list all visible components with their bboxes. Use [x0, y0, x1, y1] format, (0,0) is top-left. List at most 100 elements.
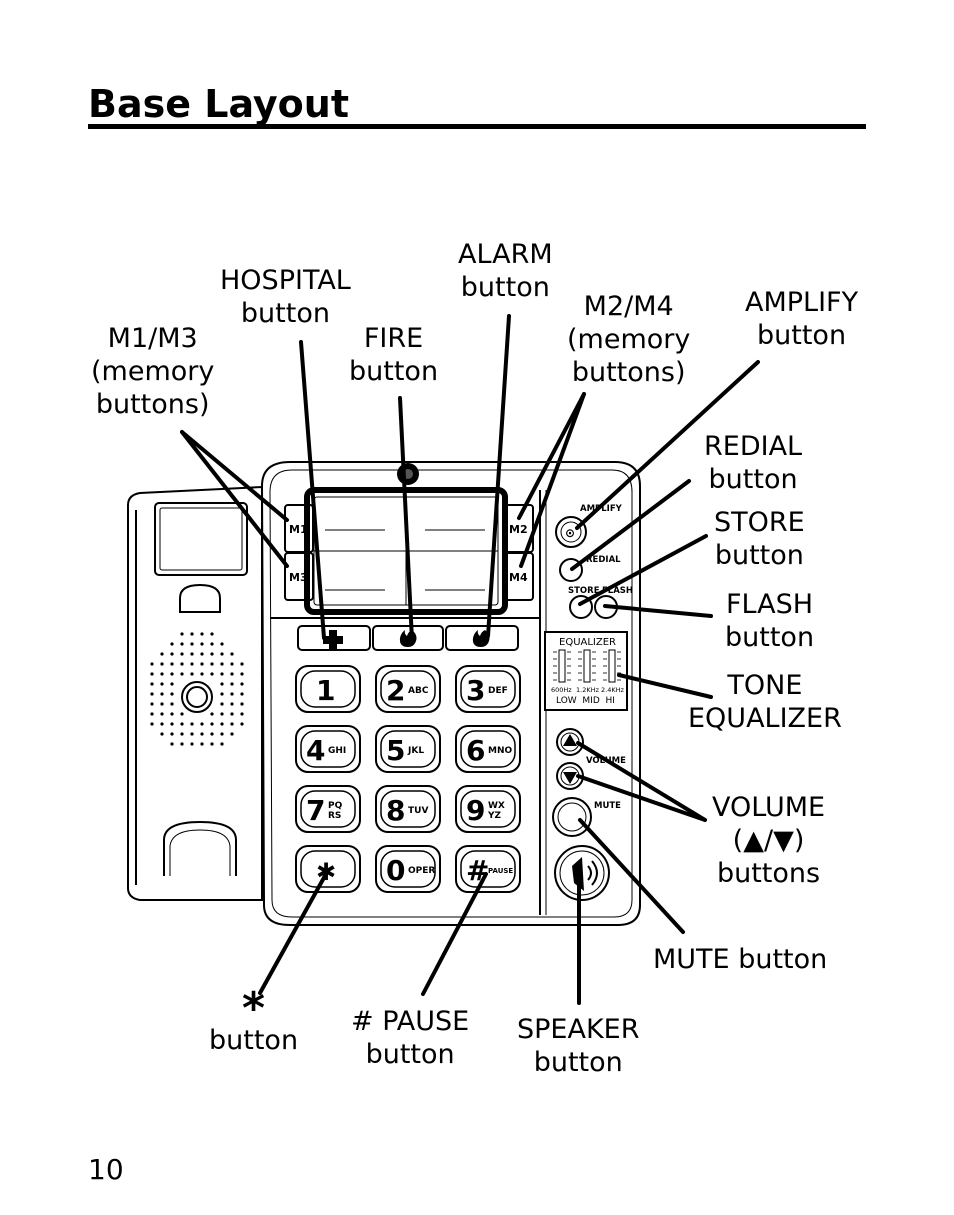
- grille-hole: [150, 662, 154, 666]
- key-1[interactable]: 1: [295, 665, 361, 713]
- grille-hole: [170, 722, 174, 726]
- grille-hole: [190, 642, 194, 646]
- key-letters: WX: [488, 801, 505, 811]
- grille-hole: [190, 652, 194, 656]
- grille-hole: [210, 662, 214, 666]
- handset-speaker-grille: [150, 632, 244, 746]
- grille-hole: [220, 732, 224, 736]
- key-digit: 8: [386, 794, 405, 827]
- grille-hole: [170, 662, 174, 666]
- eq-slider-track[interactable]: [558, 649, 566, 683]
- amplify-leader: [575, 360, 760, 530]
- key-cap: [460, 850, 516, 888]
- key-letters: OPER: [408, 866, 435, 876]
- hospital-leader: [299, 340, 326, 640]
- grille-hole: [210, 652, 214, 656]
- key-cap: [300, 790, 356, 828]
- equalizer-sliders: [553, 649, 621, 683]
- grille-hole: [160, 702, 164, 706]
- grille-hole: [150, 692, 154, 696]
- key-digit: ✱: [316, 858, 336, 886]
- m4-label: M4: [509, 571, 528, 584]
- grille-hole: [240, 692, 244, 696]
- grille-hole: [160, 712, 164, 716]
- grille-hole: [170, 742, 174, 746]
- key-pound[interactable]: #PAUSE: [455, 845, 521, 893]
- callout-lines: [180, 314, 760, 1005]
- key-cap: [380, 790, 436, 828]
- grille-hole: [170, 652, 174, 656]
- m2m4-leader-a: [517, 392, 586, 520]
- page-number: 10: [88, 1153, 124, 1186]
- eq-band-labels: LOW MID HI: [556, 696, 615, 706]
- store-leader: [578, 534, 708, 606]
- grille-hole: [180, 652, 184, 656]
- grille-hole: [170, 712, 174, 716]
- key-digit: 9: [466, 794, 485, 827]
- grille-hole: [210, 712, 214, 716]
- grille-hole: [170, 692, 174, 696]
- grille-hole: [220, 722, 224, 726]
- grille-hole: [200, 742, 204, 746]
- eq-slider-track[interactable]: [583, 649, 591, 683]
- grille-hole: [220, 702, 224, 706]
- key-digit: 6: [466, 734, 485, 767]
- grille-hole: [210, 722, 214, 726]
- key-letters: YZ: [487, 811, 502, 821]
- store-key-label: STORE: [568, 586, 600, 596]
- grille-hole: [150, 682, 154, 686]
- grille-hole: [170, 732, 174, 736]
- grille-hole: [200, 662, 204, 666]
- key-cap: [460, 670, 516, 708]
- redial-leader: [570, 479, 691, 571]
- fire-leader: [398, 396, 414, 642]
- grille-hole: [180, 662, 184, 666]
- m1m3-leader-b: [180, 430, 289, 568]
- volume-down-icon: [563, 772, 577, 784]
- grille-hole: [200, 642, 204, 646]
- key-cap: [460, 730, 516, 768]
- mute-leader: [578, 818, 685, 934]
- key-cap: [380, 850, 436, 888]
- volume-leader-b: [576, 774, 707, 822]
- grille-hole: [230, 672, 234, 676]
- grille-hole: [210, 672, 214, 676]
- key-letters: DEF: [488, 686, 508, 696]
- grille-hole: [240, 712, 244, 716]
- key-star[interactable]: ✱: [295, 845, 361, 893]
- volume-leader-a: [576, 741, 707, 822]
- mute-callout: MUTE button: [653, 944, 828, 975]
- key-cap: [380, 730, 436, 768]
- title-underline: [88, 124, 866, 129]
- grille-hole: [180, 742, 184, 746]
- key-digit: 3: [466, 674, 485, 707]
- m3-label: M3: [289, 571, 308, 584]
- key-letters: ABC: [408, 686, 429, 696]
- grille-hole: [190, 632, 194, 636]
- grille-hole: [150, 702, 154, 706]
- m1m3-leader-a: [180, 430, 289, 522]
- grille-hole: [190, 742, 194, 746]
- key-letters: MNO: [488, 746, 512, 756]
- grille-hole: [150, 672, 154, 676]
- eq-slider-track[interactable]: [608, 649, 616, 683]
- grille-hole: [160, 692, 164, 696]
